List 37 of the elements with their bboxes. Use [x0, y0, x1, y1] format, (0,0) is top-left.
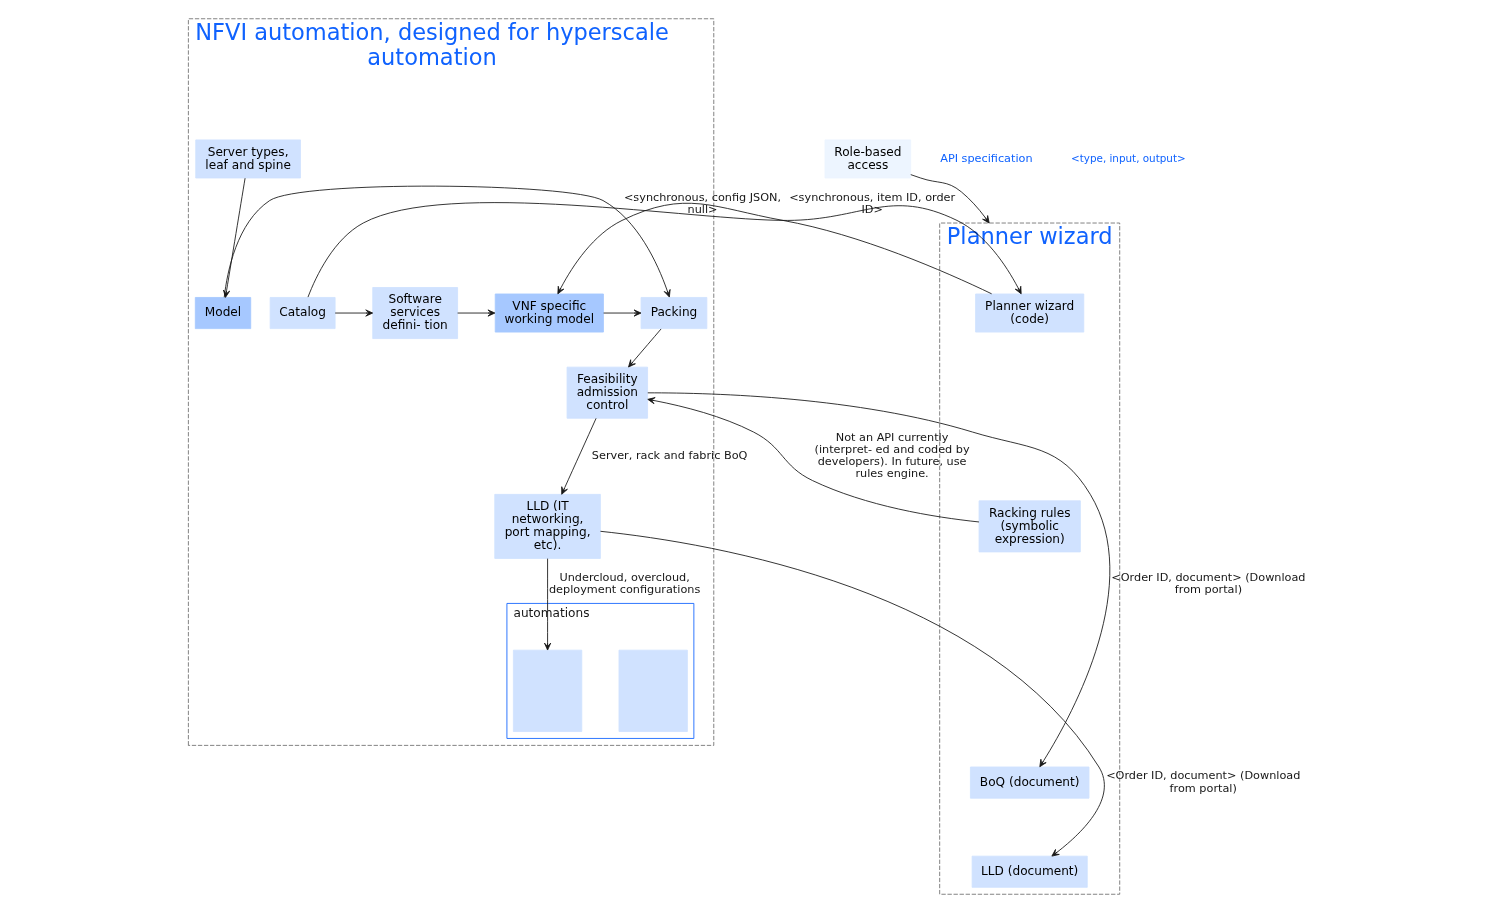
arrow [602, 309, 641, 317]
arrow [560, 417, 596, 495]
node-box: Server types, leaf and spine [194, 139, 301, 179]
arrow [556, 202, 992, 295]
node-box: Software services defini- tion [371, 287, 458, 339]
arrow [909, 174, 990, 224]
arrow [599, 530, 1105, 857]
node-box: BoQ (document) [969, 766, 1089, 799]
node-box: Planner wizard (code) [974, 293, 1084, 333]
node-box: LLD (IT networking, port mapping, etc). [493, 493, 601, 559]
arrow [456, 309, 495, 317]
arrow [543, 558, 551, 651]
label: <type, input, output> [1070, 151, 1186, 164]
edge-label: <Order ID, document> (Download from portal) [1110, 571, 1306, 597]
arrow [627, 328, 662, 368]
arrow [222, 177, 245, 298]
edge-label: <Order ID, document> (Download from portal) [1105, 769, 1300, 795]
arrow [223, 185, 671, 298]
arrow [334, 309, 373, 317]
node-box: Catalog [269, 297, 336, 330]
node-box: Role-based access [824, 139, 911, 179]
node-box: Packing [640, 297, 707, 330]
edge-label: <synchronous, config JSON, null> [623, 190, 781, 216]
node-box [618, 649, 688, 732]
arrow [307, 202, 1022, 298]
node-box: Model [194, 297, 251, 330]
node-box [512, 649, 582, 732]
node-box: LLD (document) [971, 855, 1088, 888]
edge-label: Undercloud, overcloud, deployment configurations [548, 571, 700, 597]
edge-label: Not an API currently (interpret- ed and coded by developers). In future, use rules engine. [814, 431, 970, 481]
node-box: Feasibility admission control [566, 366, 648, 419]
edge-label: Server, rack and fabric BoQ [591, 449, 747, 463]
node-box: VNF specific working model [494, 293, 604, 333]
arrow [646, 392, 1110, 768]
label: API specification [939, 151, 1033, 165]
arrow [646, 397, 979, 523]
node-box: Racking rules (symbolic expression) [978, 500, 1081, 553]
